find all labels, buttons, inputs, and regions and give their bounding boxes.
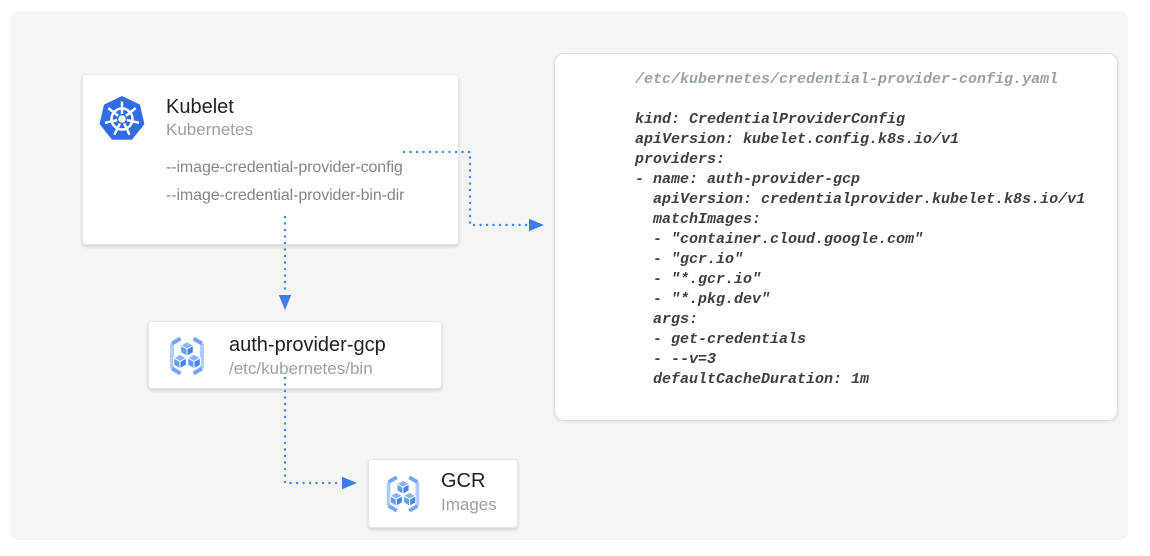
gcr-title: GCR — [441, 470, 486, 492]
code-line: - "gcr.io" — [635, 251, 744, 268]
code-line: - get-credentials — [635, 331, 807, 348]
kubelet-flag-bin-dir: --image-credential-provider-bin-dir — [166, 187, 405, 204]
code-line: apiVersion: credentialprovider.kubelet.k… — [635, 191, 1086, 208]
code-line: - "container.cloud.google.com" — [635, 231, 924, 248]
gcr-subtitle: Images — [441, 495, 497, 514]
code-line: - "*.pkg.dev" — [635, 291, 771, 308]
auth-provider-subtitle: /etc/kubernetes/bin — [229, 359, 373, 378]
kubelet-flags: --image-credential-provider-config --ima… — [166, 154, 404, 210]
code-line: providers: — [635, 151, 726, 168]
config-yaml-code: kind: CredentialProviderConfig apiVersion… — [635, 110, 1103, 390]
auth-provider-title: auth-provider-gcp — [229, 334, 386, 356]
diagram-canvas: Kubelet Kubernetes --image-credential-pr… — [10, 11, 1128, 540]
config-filename: /etc/kubernetes/credential-provider-conf… — [635, 71, 1059, 88]
node-auth-provider-gcp: auth-provider-gcp /etc/kubernetes/bin — [148, 321, 442, 389]
gcr-icon — [163, 332, 211, 380]
node-gcr: GCR Images — [368, 459, 518, 528]
node-kubelet: Kubelet Kubernetes --image-credential-pr… — [82, 74, 459, 245]
code-line: apiVersion: kubelet.config.k8s.io/v1 — [635, 131, 960, 148]
gcr-icon — [380, 471, 426, 517]
code-line: - name: auth-provider-gcp — [635, 171, 861, 188]
config-file-panel: /etc/kubernetes/credential-provider-conf… — [554, 53, 1118, 421]
code-line: args: — [635, 311, 699, 328]
code-line: defaultCacheDuration: 1m — [635, 371, 870, 388]
kubernetes-icon — [97, 94, 147, 144]
code-line: - "*.gcr.io" — [635, 271, 762, 288]
kubelet-subtitle: Kubernetes — [166, 120, 253, 139]
kubelet-flag-config: --image-credential-provider-config — [166, 159, 403, 176]
code-line: kind: CredentialProviderConfig — [635, 111, 906, 128]
code-line: matchImages: — [635, 211, 762, 228]
code-line: - --v=3 — [635, 351, 717, 368]
kubelet-title: Kubelet — [166, 96, 234, 118]
